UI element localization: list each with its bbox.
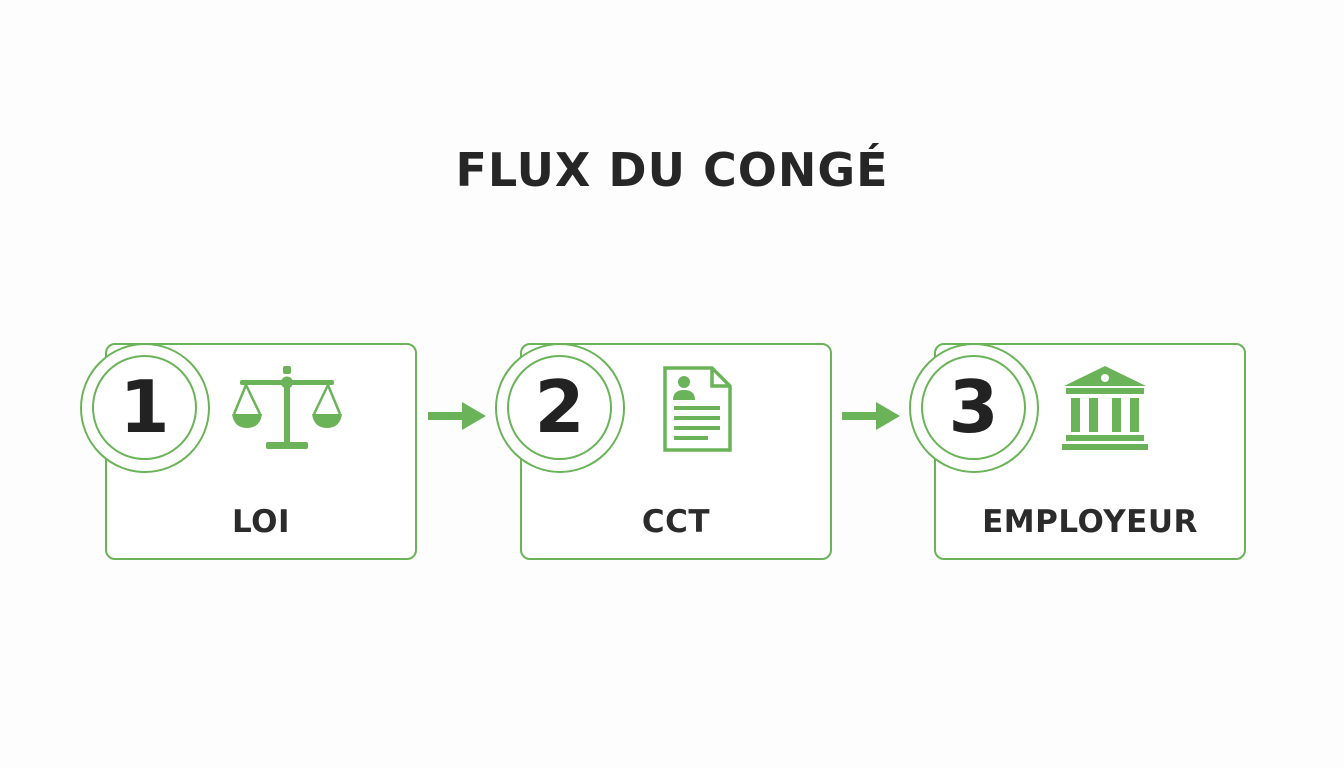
- step-label: EMPLOYEUR: [982, 504, 1198, 540]
- step-number: 3: [948, 364, 999, 449]
- scales-of-justice-icon: [232, 366, 342, 449]
- institution-building-icon: [1062, 366, 1148, 450]
- step-label: CCT: [641, 504, 711, 540]
- step-number: 1: [119, 364, 170, 449]
- step-number-badge: 2: [495, 343, 625, 473]
- arrow-right-icon: [428, 402, 486, 430]
- step-label: LOI: [231, 504, 291, 540]
- step-number-badge: 1: [80, 343, 210, 473]
- diagram-title: FLUX DU CONGÉ: [455, 143, 889, 197]
- arrow-right-icon: [842, 402, 900, 430]
- step-number: 2: [534, 364, 585, 449]
- document-icon: [663, 366, 732, 452]
- step-number-badge: 3: [909, 343, 1039, 473]
